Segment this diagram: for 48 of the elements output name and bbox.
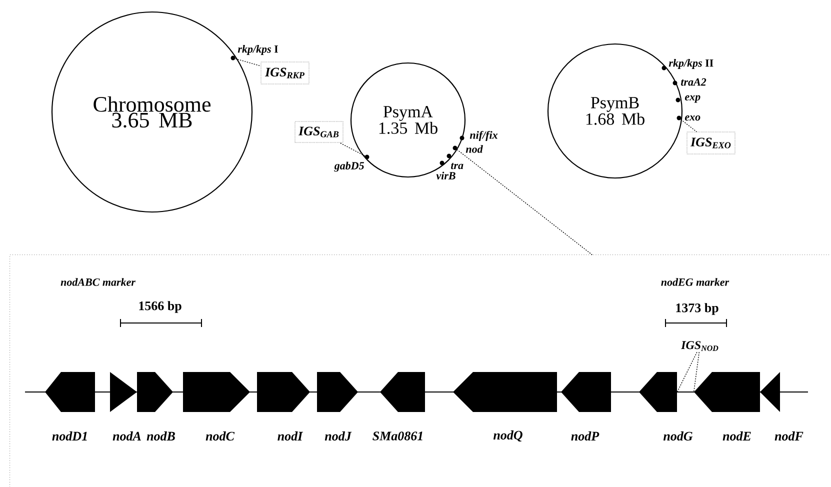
gene-label: nodD1 <box>52 431 87 441</box>
gene-block <box>760 372 780 412</box>
gene-label: nodF <box>774 431 804 441</box>
label-box: IGS$_{EXO}$ <box>686 132 736 154</box>
gene-block <box>561 372 611 412</box>
leader-line <box>235 58 262 66</box>
gene-label: IGS$_{NOD}$ <box>680 341 718 351</box>
gene-label: nodC <box>206 431 235 441</box>
gene-block <box>317 372 358 412</box>
gene-block <box>257 372 310 412</box>
gene-label: nodA <box>112 431 141 441</box>
gene-label: nodE <box>722 431 751 441</box>
marker-label: nodABC marker <box>60 278 136 286</box>
locus-label: exo <box>684 115 700 121</box>
gene-block <box>137 372 173 412</box>
locus-label: tra <box>451 162 464 170</box>
leader-line <box>676 352 698 392</box>
label-box: IGS$_{RKP}$ <box>260 62 310 84</box>
gene-block <box>639 372 677 412</box>
gene-label: nodB <box>146 431 175 441</box>
gene-label: nodQ <box>493 430 522 442</box>
gene-label: SMa0861 <box>372 432 422 440</box>
locus-label: exp <box>684 95 700 103</box>
gene-block <box>45 372 95 412</box>
leader-line <box>339 142 366 156</box>
locus-label: gabD5 <box>334 162 364 172</box>
locus-label: nif/fix <box>470 130 498 142</box>
leader-line <box>680 119 698 132</box>
gene-label: nodJ <box>324 431 352 441</box>
leader-line <box>456 149 593 256</box>
locus-label: virB <box>436 172 456 180</box>
locus-label: rkp/kps II <box>668 59 714 69</box>
label-box: IGS$_{GAB}$ <box>294 121 344 143</box>
gene-block <box>183 372 250 412</box>
gene-label: nodP <box>571 431 600 441</box>
locus-label: traA2 <box>681 78 706 86</box>
zoom-panel <box>10 254 831 487</box>
marker-label: nodEG marker <box>661 278 730 286</box>
locus-label: rkp/kps I <box>238 45 278 55</box>
gene-block <box>453 372 557 412</box>
marker-label: 1566 bp <box>139 301 182 313</box>
gene-block <box>380 372 425 412</box>
gene-label: nodG <box>663 431 693 441</box>
gene-label: nodI <box>278 431 304 441</box>
leader-line <box>693 352 700 392</box>
marker-label: 1373 bp <box>676 303 718 315</box>
gene-block <box>110 372 137 412</box>
locus-label: nod <box>466 145 483 153</box>
